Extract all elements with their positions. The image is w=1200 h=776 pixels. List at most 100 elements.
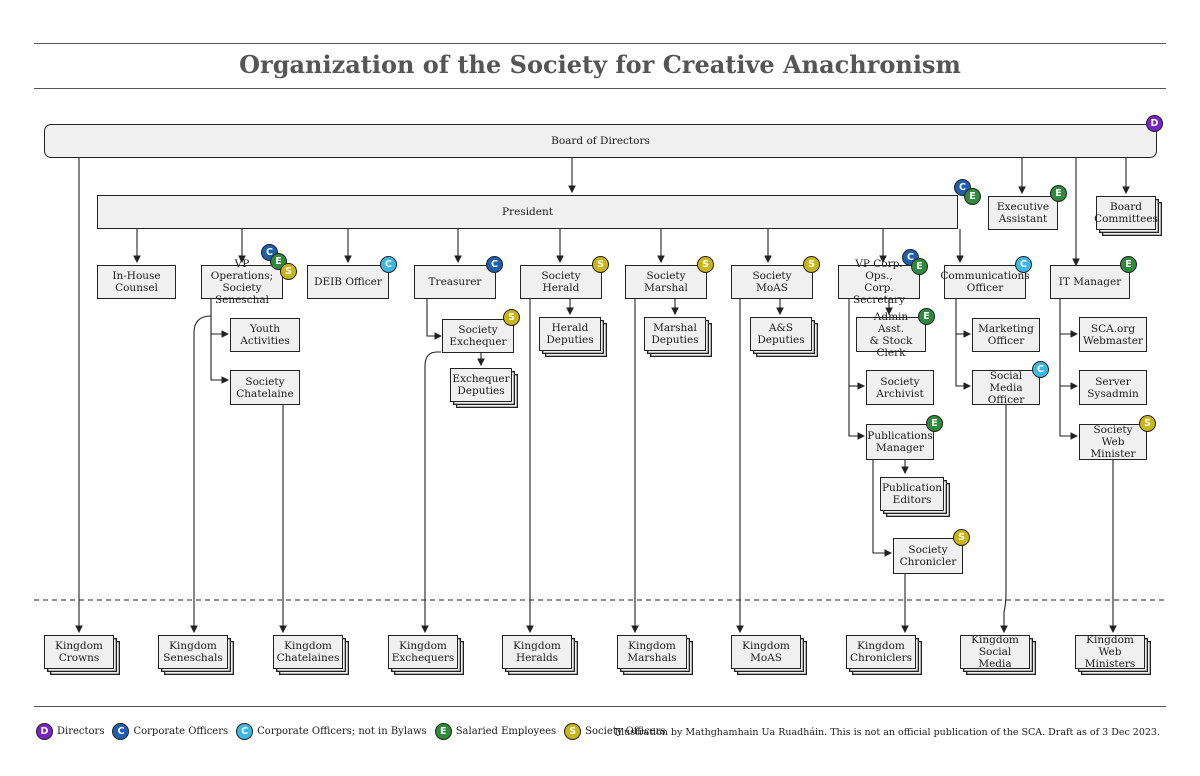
deib-officer-box: DEIB Officer	[307, 265, 389, 299]
box-label: Society Chatelaine	[236, 375, 294, 400]
box-label: Server Sysadmin	[1087, 375, 1139, 400]
box-label: Publications Manager	[867, 430, 933, 454]
society-officer-badge: S	[564, 723, 582, 740]
footer-rule	[34, 706, 1166, 707]
society-web-minister-box: Society Web Minister	[1079, 424, 1147, 460]
communications-officer-box: Communications Officer	[940, 265, 1030, 299]
society-officer-badge: S	[953, 529, 970, 546]
box-label: SCA.org Webmaster	[1083, 322, 1143, 347]
society-chronicler-box: Society Chronicler	[893, 538, 963, 574]
box-label: Admin Asst. & Stock Clerk	[869, 310, 913, 359]
legend-label: Salaried Employees	[455, 726, 557, 737]
exchequer-deputies-box: Exchequer Deputies	[450, 368, 512, 402]
box-label: Society Exchequer	[449, 324, 507, 348]
society-chatelaine-box: Society Chatelaine	[230, 370, 300, 405]
server-sysadmin-box: Server Sysadmin	[1079, 370, 1147, 405]
marketing-officer-box: Marketing Officer	[972, 318, 1040, 352]
publication-editors-box: Publication Editors	[880, 477, 944, 511]
box-label: DEIB Officer	[314, 276, 382, 288]
box-label: Executive Assistant	[996, 201, 1050, 225]
box-label: Society Chronicler	[899, 544, 957, 568]
corporate-officer-not-in-bylaws-badge: C	[1015, 256, 1032, 273]
box-label: Kingdom Crowns	[55, 640, 103, 664]
kingdom-marshals-box: Kingdom Marshals	[617, 635, 687, 669]
box-label: Youth Activities	[240, 323, 290, 347]
legend-item-society-officers: S Society Officers	[564, 723, 666, 740]
box-label: Kingdom Chatelaines	[276, 640, 340, 664]
salaried-employee-badge: E	[1050, 185, 1067, 202]
credit-note: Illustration by Mathghamhain Ua Ruadháin…	[614, 727, 1160, 738]
legend-item-corporate-officers-not-in-bylaws: C Corporate Officers; not in Bylaws	[236, 723, 427, 740]
society-officer-badge: S	[803, 256, 820, 273]
box-label: Kingdom Social Media	[971, 634, 1019, 670]
marshal-deputies-box: Marshal Deputies	[644, 317, 706, 351]
as-deputies-box: A&S Deputies	[750, 317, 812, 351]
society-officer-badge: S	[697, 256, 714, 273]
legend: D Directors C Corporate Officers C Corpo…	[36, 723, 674, 740]
box-label: Society Web Minister	[1090, 424, 1136, 460]
corporate-officer-not-in-bylaws-badge: C	[380, 256, 397, 273]
legend-label: Corporate Officers	[133, 726, 229, 737]
box-label: A&S Deputies	[757, 322, 805, 346]
corporate-officer-not-in-bylaws-badge: C	[236, 723, 254, 740]
treasurer-box: Treasurer	[414, 265, 496, 299]
top-rule	[34, 43, 1166, 44]
box-label: Board Committees	[1094, 201, 1158, 225]
president-box: President	[97, 195, 958, 229]
corporate-officer-not-in-bylaws-badge: C	[1032, 361, 1049, 378]
box-label: In-House Counsel	[112, 270, 161, 294]
legend-label: Corporate Officers; not in Bylaws	[257, 726, 427, 737]
box-label: IT Manager	[1058, 276, 1122, 288]
society-officer-badge: S	[503, 309, 520, 326]
society-moas-box: Society MoAS	[731, 265, 813, 299]
it-manager-box: IT Manager	[1050, 265, 1130, 299]
society-officer-badge: S	[1139, 415, 1156, 432]
society-exchequer-box: Society Exchequer	[442, 319, 514, 353]
legend-item-salaried-employees: E Salaried Employees	[434, 723, 557, 740]
box-label: Communications Officer	[940, 270, 1030, 294]
box-label: Society Herald	[541, 270, 581, 294]
box-label: Kingdom Web Ministers	[1084, 634, 1136, 670]
box-label: Society Archivist	[876, 375, 924, 400]
box-label: Publication Editors	[881, 482, 943, 506]
salaried-employee-badge: E	[918, 308, 935, 325]
kingdom-exchequers-box: Kingdom Exchequers	[388, 635, 458, 669]
kingdom-chatelaines-box: Kingdom Chatelaines	[273, 635, 343, 669]
salaried-employee-badge: E	[911, 258, 928, 275]
legend-label: Society Officers	[585, 726, 666, 737]
box-label: Treasurer	[428, 276, 482, 288]
legend-item-directors: D Directors	[36, 723, 104, 740]
legend-label: Directors	[57, 726, 105, 737]
corporate-officer-badge: C	[486, 256, 503, 273]
executive-assistant-box: Executive Assistant	[988, 196, 1058, 230]
vp-corporate-ops-box: VP Corp. Ops., Corp. Secretary	[838, 258, 920, 306]
box-label: VP Operations; Society Seneschal	[210, 258, 274, 306]
society-archivist-box: Society Archivist	[866, 370, 934, 405]
box-label: Kingdom Heralds	[513, 640, 561, 664]
title-rule	[34, 88, 1166, 89]
box-label: Kingdom Marshals	[627, 640, 677, 664]
box-label: Society Marshal	[644, 270, 688, 294]
box-label: Marketing Officer	[978, 323, 1034, 347]
kingdom-crowns-box: Kingdom Crowns	[44, 635, 114, 669]
society-officer-badge: S	[592, 256, 609, 273]
admin-assistant-box: Admin Asst. & Stock Clerk	[856, 311, 926, 359]
kingdom-social-media-box: Kingdom Social Media	[960, 634, 1030, 670]
salaried-employee-badge: E	[964, 188, 981, 205]
box-label: Marshal Deputies	[651, 322, 699, 346]
sca-org-webmaster-box: SCA.org Webmaster	[1079, 317, 1147, 352]
kingdom-chroniclers-box: Kingdom Chroniclers	[846, 635, 916, 669]
kingdom-seneschals-box: Kingdom Seneschals	[158, 635, 228, 669]
salaried-employee-badge: E	[434, 723, 452, 740]
corporate-officer-badge: C	[112, 723, 130, 740]
kingdom-heralds-box: Kingdom Heralds	[502, 635, 572, 669]
box-label: Society MoAS	[752, 270, 792, 294]
box-label: Herald Deputies	[546, 322, 594, 346]
box-label: Kingdom MoAS	[742, 640, 790, 664]
directors-badge: D	[1146, 115, 1163, 132]
publications-manager-box: Publications Manager	[866, 424, 934, 460]
board-of-directors-box: Board of Directors	[44, 124, 1157, 158]
society-herald-box: Society Herald	[520, 265, 602, 299]
box-label: Board of Directors	[551, 135, 650, 147]
